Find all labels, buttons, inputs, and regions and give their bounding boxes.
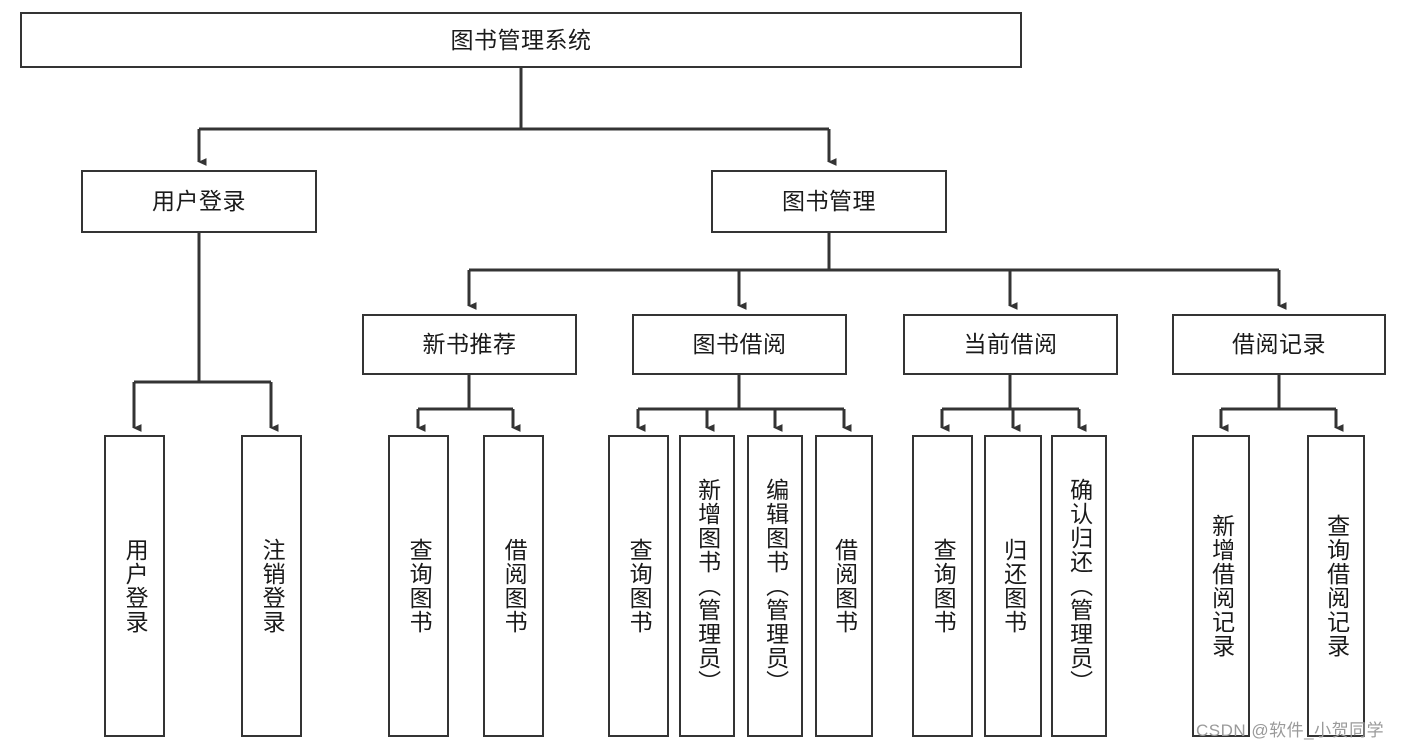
node-leaf-user-login[interactable]: 用户登录 — [104, 435, 165, 737]
node-current-borrow[interactable]: 当前借阅 — [903, 314, 1118, 375]
node-book-management-label: 图书管理 — [782, 188, 876, 214]
node-leaf-logout-login[interactable]: 注销登录 — [241, 435, 302, 737]
node-leaf-query-book-2[interactable]: 查询图书 — [608, 435, 669, 737]
node-leaf-confirm-return-label: 确认归还（管理员） — [1066, 478, 1093, 694]
node-root[interactable]: 图书管理系统 — [20, 12, 1022, 68]
node-book-borrow-label: 图书借阅 — [692, 331, 787, 357]
node-leaf-confirm-return[interactable]: 确认归还（管理员） — [1051, 435, 1107, 737]
node-leaf-query-book-3[interactable]: 查询图书 — [912, 435, 973, 737]
node-leaf-borrow-book-2[interactable]: 借阅图书 — [815, 435, 873, 737]
node-leaf-borrow-book-1-label: 借阅图书 — [501, 538, 528, 634]
node-borrow-record-label: 借阅记录 — [1232, 331, 1326, 357]
node-leaf-borrow-book-1[interactable]: 借阅图书 — [483, 435, 544, 737]
node-leaf-add-record-label: 新增借阅记录 — [1208, 514, 1235, 658]
node-leaf-query-book-1[interactable]: 查询图书 — [388, 435, 449, 737]
node-leaf-edit-book-label: 编辑图书（管理员） — [762, 478, 789, 694]
node-leaf-query-record[interactable]: 查询借阅记录 — [1307, 435, 1365, 737]
node-leaf-query-record-label: 查询借阅记录 — [1323, 514, 1350, 658]
node-borrow-record[interactable]: 借阅记录 — [1172, 314, 1386, 375]
node-leaf-query-book-1-label: 查询图书 — [406, 538, 433, 634]
node-current-borrow-label: 当前借阅 — [963, 331, 1058, 357]
node-leaf-query-book-3-label: 查询图书 — [930, 538, 957, 634]
node-root-label: 图书管理系统 — [450, 26, 592, 53]
node-new-book-recommend[interactable]: 新书推荐 — [362, 314, 577, 375]
node-leaf-return-book-label: 归还图书 — [1000, 538, 1027, 634]
node-leaf-borrow-book-2-label: 借阅图书 — [831, 538, 858, 634]
node-leaf-logout-login-label: 注销登录 — [259, 538, 286, 634]
node-leaf-add-book[interactable]: 新增图书（管理员） — [679, 435, 735, 737]
node-leaf-add-book-label: 新增图书（管理员） — [694, 478, 721, 694]
node-user-login-label: 用户登录 — [152, 188, 246, 214]
node-leaf-query-book-2-label: 查询图书 — [626, 538, 653, 634]
csdn-watermark: CSDN @软件_小贺同学 — [1196, 721, 1385, 740]
node-new-book-recommend-label: 新书推荐 — [422, 331, 517, 357]
node-leaf-user-login-label: 用户登录 — [122, 538, 149, 634]
node-leaf-add-record[interactable]: 新增借阅记录 — [1192, 435, 1250, 737]
node-leaf-edit-book[interactable]: 编辑图书（管理员） — [747, 435, 803, 737]
node-user-login[interactable]: 用户登录 — [81, 170, 317, 233]
node-book-management[interactable]: 图书管理 — [711, 170, 947, 233]
node-leaf-return-book[interactable]: 归还图书 — [984, 435, 1042, 737]
node-book-borrow[interactable]: 图书借阅 — [632, 314, 847, 375]
